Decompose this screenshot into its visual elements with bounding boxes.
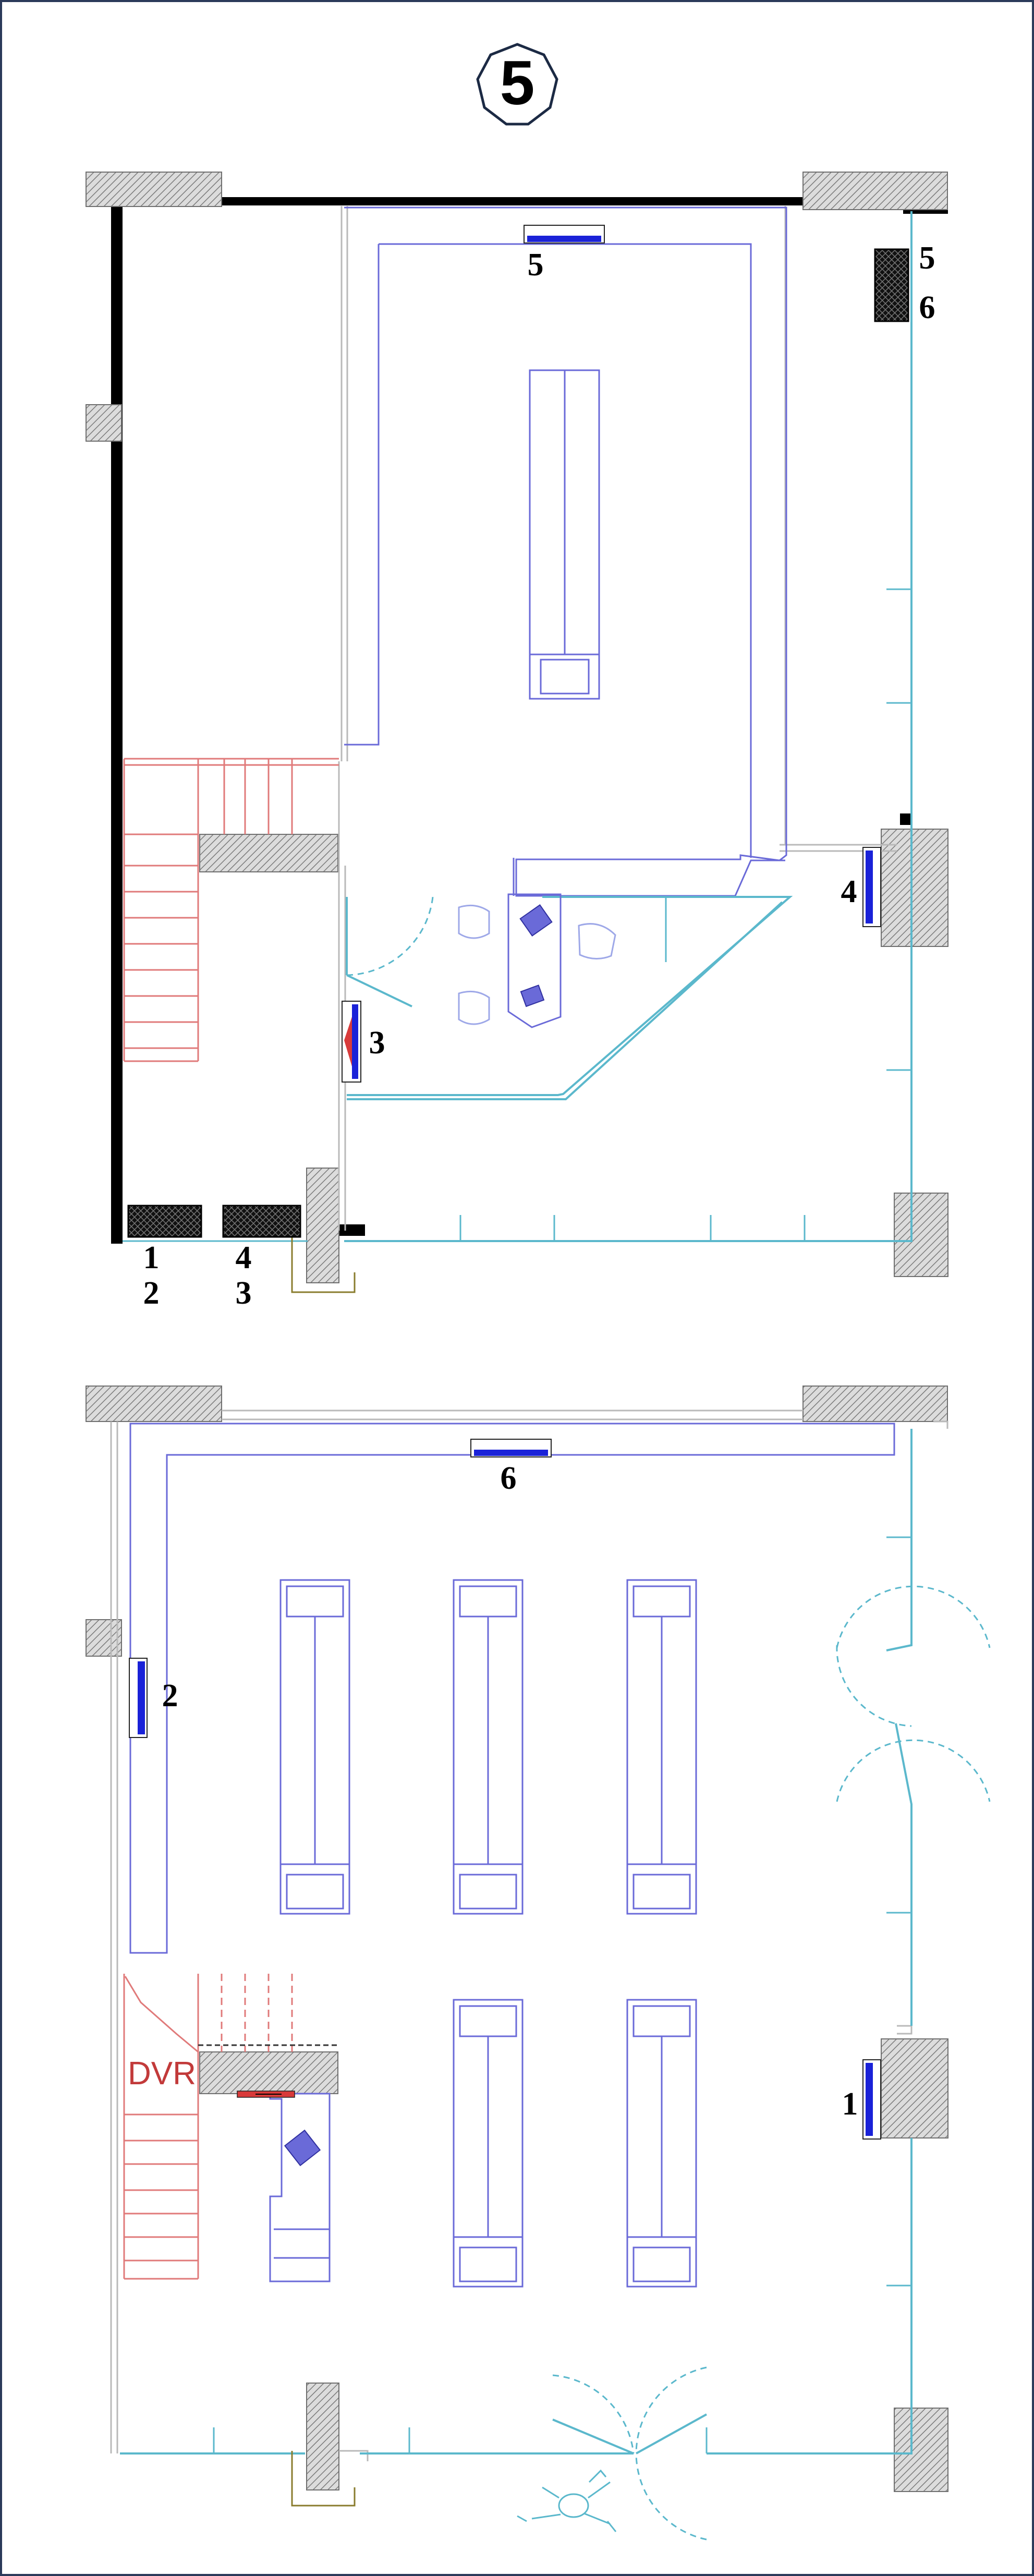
- wall-notch: [339, 2025, 913, 2461]
- east-wall: [933, 1420, 948, 1429]
- pillar: [86, 172, 222, 207]
- recorder-5-label: 5: [919, 240, 935, 276]
- pillar: [199, 2051, 338, 2094]
- wall-marker: [900, 813, 911, 825]
- door-swing: [836, 1739, 991, 1802]
- camera-4-label: 4: [841, 874, 857, 909]
- north-wall: [209, 197, 803, 205]
- floor-step: [291, 2451, 356, 2507]
- north-wall: [222, 1409, 803, 1420]
- camera-5: [524, 225, 605, 244]
- recorder-4-3: [222, 1205, 301, 1238]
- pillar: [86, 404, 122, 442]
- recorder-1-label: 1: [143, 1240, 160, 1275]
- pillar: [802, 172, 948, 210]
- display-wall: [129, 1423, 895, 1954]
- display-counter: [344, 206, 787, 897]
- office-partition: [346, 896, 793, 1096]
- door-swing: [836, 1585, 991, 1727]
- center-display-end: [529, 653, 600, 700]
- computer-icon: [519, 904, 553, 1007]
- east-partition: [344, 211, 913, 1242]
- display-table: [626, 1999, 697, 2288]
- display-table: [279, 1579, 350, 1915]
- interior-wall: [340, 206, 348, 761]
- pillar: [894, 2408, 948, 2492]
- camera-3: [342, 1001, 361, 1083]
- recorder-2-label: 2: [143, 1275, 160, 1311]
- recorder-3-label: 3: [236, 1275, 252, 1311]
- wall-ticks: [459, 588, 911, 1241]
- east-partition: [707, 1429, 913, 2455]
- wall-ticks: [213, 1536, 911, 2453]
- wall-marker: [338, 1224, 365, 1236]
- display-table: [453, 1579, 524, 1915]
- camera-6: [470, 1439, 552, 1457]
- plan-number: 5: [500, 48, 535, 118]
- camera-5-label: 5: [528, 247, 544, 283]
- pillar: [802, 1386, 948, 1422]
- center-display-end-inner: [540, 659, 590, 695]
- camera-1: [862, 2059, 881, 2140]
- office-desk: [507, 893, 562, 1028]
- pillar: [86, 1386, 222, 1422]
- staircase: [123, 1974, 338, 2280]
- computer-icon: [284, 2129, 321, 2167]
- recorder-5-6: [874, 248, 909, 322]
- door-leaf: [552, 2413, 707, 2455]
- display-counter-inner: [344, 243, 752, 896]
- pillar: [306, 2383, 339, 2490]
- door-leaf: [346, 974, 412, 1007]
- door-swing: [552, 2366, 707, 2541]
- pillar: [881, 829, 948, 947]
- pillar: [86, 1619, 122, 1657]
- pillar: [306, 1168, 339, 1283]
- staircase: [123, 758, 339, 1062]
- plan-number-badge: 5: [476, 43, 558, 126]
- pillar: [881, 2038, 948, 2138]
- pillar: [894, 1193, 948, 1277]
- person-icon: [517, 2469, 617, 2532]
- lower-floor-plan: DVR 6 2 1: [86, 1386, 991, 2541]
- camera-1-label: 1: [842, 2086, 858, 2122]
- dvr-label: DVR: [128, 2056, 196, 2092]
- west-wall: [110, 1421, 118, 2453]
- dvr-unit: [237, 2091, 295, 2098]
- camera-2-label: 2: [162, 1678, 178, 1714]
- office-partition: [347, 901, 783, 1100]
- upper-floor-plan: 5 4 3 5 6 1 2 4 3: [86, 172, 948, 1311]
- floor-step: [291, 1236, 356, 1293]
- recorder-1-2: [127, 1205, 202, 1238]
- recorder-6-label: 6: [919, 290, 935, 325]
- display-table: [626, 1579, 697, 1915]
- west-wall: [111, 206, 123, 1244]
- recorder-4-label: 4: [236, 1240, 252, 1275]
- display-table: [453, 1999, 524, 2288]
- camera-2: [129, 1658, 148, 1738]
- door-swing: [346, 896, 434, 976]
- camera-6-label: 6: [501, 1461, 517, 1496]
- office-chair: [458, 904, 616, 1025]
- interior-wall: [338, 761, 346, 1231]
- pillar: [199, 834, 338, 872]
- camera-3-label: 3: [369, 1025, 385, 1061]
- cash-desk: [269, 2093, 331, 2282]
- camera-4: [862, 847, 881, 927]
